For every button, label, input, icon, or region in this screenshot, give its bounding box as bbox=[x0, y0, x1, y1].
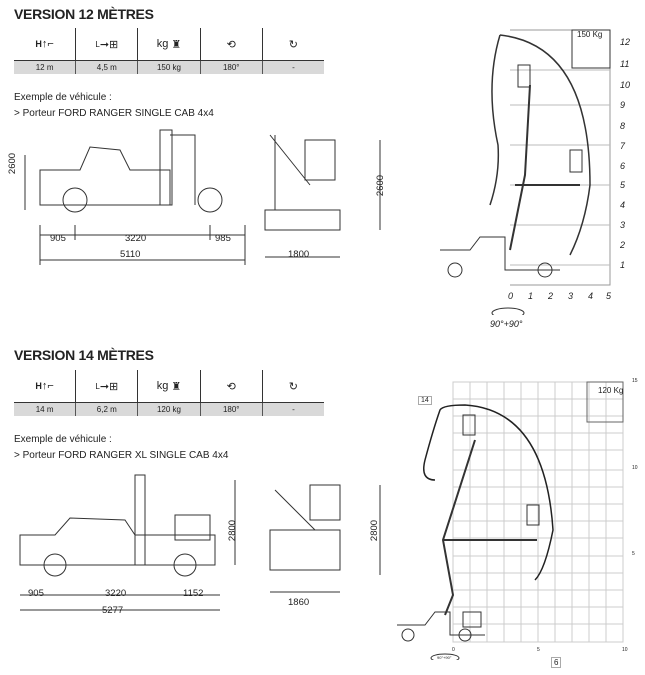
spec-table-12: H↑⌐ L➞⊞ kg ♜ ⟲ ↻ 12 m 4,5 m 150 kg 180° … bbox=[14, 28, 324, 74]
x-tick: 2 bbox=[548, 291, 554, 301]
truck-rear-drawing-14 bbox=[269, 484, 381, 593]
example-label: Exemple de véhicule : bbox=[14, 434, 112, 445]
x-tick: 10 bbox=[622, 647, 628, 653]
y-tick: 15 bbox=[632, 378, 638, 384]
spec-basket-rotation: 180° bbox=[201, 403, 263, 416]
dim-wheelbase: 3220 bbox=[105, 588, 127, 599]
height-label-14: 14 bbox=[418, 396, 432, 405]
turret-rotation-icon: ↻ bbox=[288, 38, 299, 51]
y-tick: 12 bbox=[620, 37, 631, 47]
basket-rotation-icon: ⟲ bbox=[201, 370, 263, 402]
dim-rear: 1152 bbox=[183, 588, 204, 599]
spec-turret-rotation: - bbox=[292, 405, 295, 414]
example-label: Exemple de véhicule : bbox=[14, 92, 112, 103]
outreach-icon: L➞⊞ bbox=[76, 28, 139, 60]
version-12-title: VERSION 12 MÈTRES bbox=[14, 6, 154, 22]
spec-height: 14 m bbox=[14, 403, 77, 416]
spec-basket-rotation: 180° bbox=[201, 61, 263, 74]
y-tick: 6 bbox=[620, 161, 626, 171]
x-tick: 0 bbox=[508, 291, 514, 301]
rotation-label-14: 90°+90° bbox=[437, 655, 452, 660]
vehicle-name: > Porteur FORD RANGER XL SINGLE CAB 4x4 bbox=[14, 450, 229, 461]
y-tick: 11 bbox=[620, 59, 630, 69]
dim-length: 5110 bbox=[120, 249, 141, 260]
spec-load: 120 kg bbox=[138, 403, 201, 416]
x-tick: 0 bbox=[452, 647, 455, 653]
load-icon: kg ♜ bbox=[138, 370, 201, 402]
truck-side-drawing-14 bbox=[19, 474, 236, 611]
y-tick: 5 bbox=[620, 180, 626, 190]
dim-rear-height: 2800 bbox=[369, 519, 381, 542]
basket-rotation-icon: ⟲ bbox=[201, 28, 263, 60]
dim-height: 2800 bbox=[227, 519, 239, 542]
y-tick: 8 bbox=[620, 121, 626, 131]
truck-rear-drawing-12 bbox=[264, 134, 381, 258]
dim-height: 2600 bbox=[7, 152, 19, 175]
truck-side-drawing-12 bbox=[24, 129, 246, 265]
y-tick: 3 bbox=[620, 220, 626, 230]
spec-outreach: 6,2 m bbox=[76, 403, 139, 416]
x-tick: 4 bbox=[588, 291, 594, 301]
vehicle-name: > Porteur FORD RANGER SINGLE CAB 4x4 bbox=[14, 108, 214, 119]
dim-wheelbase: 3220 bbox=[125, 233, 147, 244]
dim-front: 905 bbox=[50, 233, 66, 244]
y-tick: 7 bbox=[620, 141, 626, 151]
y-tick: 1 bbox=[620, 260, 626, 270]
spec-turret-rotation: - bbox=[292, 63, 295, 72]
working-envelope-12 bbox=[440, 29, 611, 315]
load-label-12: 150 Kg bbox=[577, 30, 603, 39]
dim-rear-height: 2600 bbox=[375, 174, 387, 197]
spec-outreach: 4,5 m bbox=[76, 61, 139, 74]
spec-load: 150 kg bbox=[138, 61, 201, 74]
height-icon: H↑⌐ bbox=[14, 370, 77, 402]
y-tick: 10 bbox=[620, 80, 631, 90]
y-tick: 10 bbox=[632, 465, 638, 471]
reach-label-14: 6 bbox=[551, 657, 562, 668]
x-tick: 5 bbox=[537, 647, 540, 653]
y-tick: 9 bbox=[620, 100, 626, 110]
rotation-label-12: 90°+90° bbox=[490, 319, 523, 329]
height-icon: H↑⌐ bbox=[14, 28, 77, 60]
spec-table-14: H↑⌐ L➞⊞ kg ♜ ⟲ ↻ 14 m 6,2 m 120 kg 180° … bbox=[14, 370, 324, 416]
dim-length: 5277 bbox=[102, 605, 124, 616]
y-tick: 5 bbox=[632, 551, 635, 557]
outreach-icon: L➞⊞ bbox=[76, 370, 139, 402]
dim-width: 1860 bbox=[288, 597, 310, 608]
dim-rear: 985 bbox=[215, 233, 231, 244]
turret-rotation-icon: ↻ bbox=[288, 380, 299, 393]
working-envelope-14 bbox=[397, 381, 624, 660]
x-tick: 1 bbox=[528, 291, 534, 301]
y-tick: 4 bbox=[620, 200, 626, 210]
x-tick: 3 bbox=[568, 291, 574, 301]
load-label-14: 120 Kg bbox=[598, 386, 624, 395]
x-tick: 5 bbox=[606, 291, 612, 301]
load-icon: kg ♜ bbox=[138, 28, 201, 60]
dim-width: 1800 bbox=[288, 249, 310, 260]
y-tick: 2 bbox=[620, 240, 626, 250]
version-14-title: VERSION 14 MÈTRES bbox=[14, 347, 154, 363]
dim-front: 905 bbox=[28, 588, 44, 599]
spec-height: 12 m bbox=[14, 61, 77, 74]
